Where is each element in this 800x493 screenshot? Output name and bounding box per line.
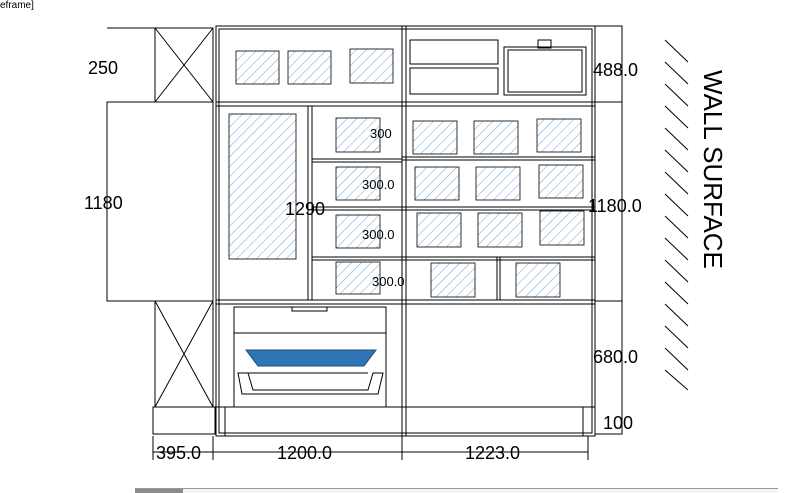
- dim-shelf-3: 300.0: [362, 227, 395, 242]
- glass-panel: [335, 166, 381, 201]
- glass-door: [228, 113, 297, 260]
- glass-panel: [414, 166, 460, 201]
- dim-shelf-4: 300.0: [372, 274, 405, 289]
- glass-panel: [538, 164, 584, 199]
- glass-panel: [412, 120, 458, 155]
- dim-shelf-2: 300.0: [362, 177, 395, 192]
- dim-width-right: 1223.0: [465, 443, 520, 463]
- dim-center-height: 1290: [285, 199, 325, 219]
- niche-handle: [291, 306, 328, 312]
- glass-panel: [235, 50, 280, 85]
- glass-panel: [536, 118, 582, 153]
- dim-right-top: 488.0: [593, 60, 638, 80]
- drawer-lower: [409, 67, 499, 95]
- right-top-units: [409, 39, 587, 96]
- appliance-box: [503, 46, 587, 96]
- dim-width-center: 1200.0: [277, 443, 332, 463]
- dim-width-left: 395.0: [156, 443, 201, 463]
- glass-panel: [475, 166, 521, 201]
- glass-panel: [287, 50, 332, 85]
- scrollbar-thumb[interactable]: [135, 489, 183, 493]
- center-shelving: [307, 106, 595, 300]
- wall-hatch: [664, 39, 689, 391]
- cabinet-frame: [215, 25, 623, 437]
- glass-panels: [228, 48, 585, 298]
- glass-panel: [335, 214, 381, 249]
- dim-shelf-1: 300: [370, 126, 392, 141]
- appliance-knob: [537, 39, 552, 49]
- dim-plinth: 100: [603, 413, 633, 433]
- dim-left-top: 250: [88, 58, 118, 78]
- glass-panel: [430, 262, 476, 298]
- left-column: [106, 27, 216, 435]
- width-dimension-line: [152, 436, 589, 460]
- glass-panel: [515, 262, 561, 298]
- dim-right-low: 680.0: [593, 347, 638, 367]
- dim-right-mid: 1180.0: [588, 196, 642, 216]
- glass-panel: [335, 117, 381, 153]
- left-plinth: [152, 406, 216, 435]
- dim-left-mid: 1180: [84, 193, 123, 213]
- glass-panel: [477, 212, 523, 248]
- tv-stand: [237, 372, 384, 395]
- glass-panel: [335, 261, 381, 295]
- left-side-panel: [106, 101, 214, 302]
- glass-panel: [416, 212, 462, 248]
- glass-panel: [473, 120, 519, 155]
- tv-niche: [233, 306, 387, 408]
- glass-panel: [539, 210, 585, 246]
- wall-surface-label: WALL SURFACE: [698, 70, 728, 269]
- horizontal-scrollbar[interactable]: [135, 488, 778, 493]
- glass-panel: [349, 48, 394, 84]
- tv-screen: [245, 349, 377, 367]
- view-label: eframe]: [0, 0, 34, 11]
- drawer-upper: [409, 39, 499, 65]
